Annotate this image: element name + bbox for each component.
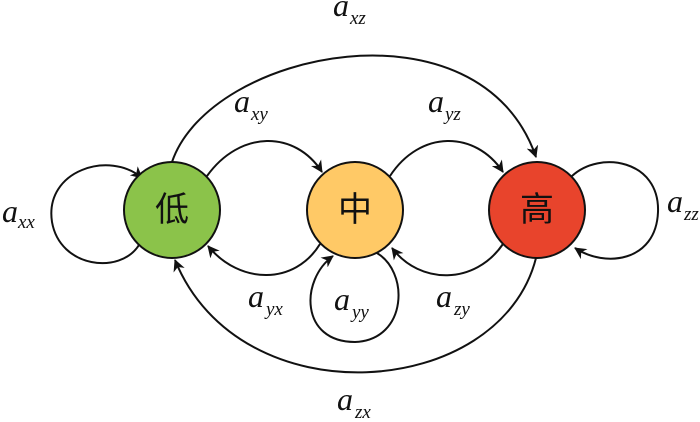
label-yx: a yx (248, 278, 283, 320)
label-xy-base: a (234, 83, 250, 119)
label-yy-sub: yy (350, 302, 369, 323)
label-xx-base: a (2, 193, 18, 229)
label-yx-sub: yx (264, 299, 283, 320)
edge-xy (206, 140, 323, 177)
edge-yx (207, 243, 321, 276)
label-yx-base: a (248, 278, 264, 314)
label-zx-base: a (337, 381, 353, 417)
label-yz-base: a (428, 83, 444, 119)
label-zy-sub: zy (453, 299, 470, 320)
label-yz-sub: yz (443, 104, 461, 125)
node-low: 低 (123, 161, 221, 259)
node-high-label: 高 (520, 190, 554, 230)
label-zz: a zz (667, 183, 699, 225)
label-xx: a xx (2, 193, 35, 233)
edge-xz (171, 54, 539, 163)
edge-yz (389, 140, 504, 177)
node-medium: 中 (306, 161, 404, 259)
label-xy-sub: xy (250, 104, 268, 125)
label-zz-sub: zz (683, 204, 699, 225)
edge-xx (50, 164, 143, 265)
label-yz: a yz (428, 83, 461, 125)
edge-zy (391, 243, 504, 277)
label-zx: a zx (337, 381, 371, 422)
label-zz-base: a (667, 183, 683, 219)
edge-yy (309, 251, 400, 344)
label-xx-sub: xx (17, 212, 35, 233)
label-xz-base: a (333, 0, 349, 23)
edge-zx (173, 257, 537, 374)
edge-zz (571, 161, 660, 260)
label-zy-base: a (436, 278, 452, 314)
label-xy: a xy (234, 83, 268, 125)
node-high: 高 (488, 161, 586, 259)
label-yy: a yy (334, 281, 369, 323)
node-low-circle (123, 161, 221, 259)
label-zy: a zy (436, 278, 470, 320)
node-medium-circle (306, 161, 404, 259)
label-xz-sub: xz (349, 8, 366, 29)
node-medium-label: 中 (338, 190, 372, 230)
node-high-circle (488, 161, 586, 259)
label-yy-base: a (334, 281, 350, 317)
label-xz: a xz (333, 0, 366, 29)
node-low-label: 低 (155, 190, 189, 230)
label-zx-sub: zx (354, 402, 371, 422)
